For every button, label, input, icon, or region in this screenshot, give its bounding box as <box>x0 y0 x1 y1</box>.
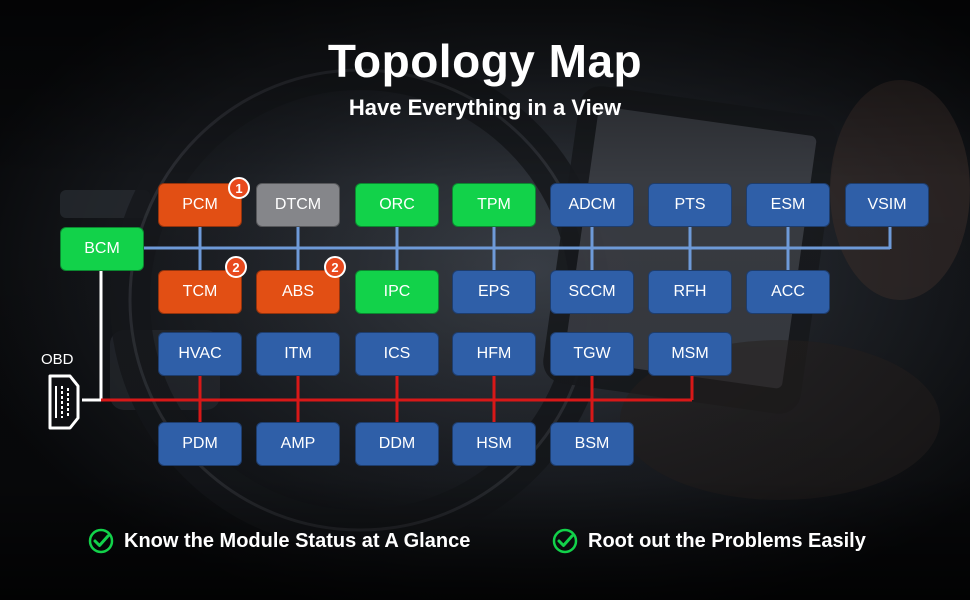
check-circle-icon <box>88 528 114 554</box>
module-label: ADCM <box>568 196 616 213</box>
fault-count-badge-abs: 2 <box>324 256 346 278</box>
feature-label: Know the Module Status at A Glance <box>124 529 471 552</box>
module-label: VSIM <box>867 196 907 213</box>
fault-count-badge-pcm: 1 <box>228 177 250 199</box>
obd-label: OBD <box>41 351 74 368</box>
module-eps[interactable]: EPS <box>452 270 536 314</box>
module-label: PTS <box>674 196 706 213</box>
module-label: ITM <box>284 345 312 362</box>
module-hvac[interactable]: HVAC <box>158 332 242 376</box>
module-label: ABS <box>281 283 314 300</box>
module-label: SCCM <box>568 283 616 300</box>
module-ics[interactable]: ICS <box>355 332 439 376</box>
module-label: BSM <box>574 435 610 452</box>
module-label: MSM <box>671 345 709 362</box>
module-itm[interactable]: ITM <box>256 332 340 376</box>
module-label: DDM <box>378 435 416 452</box>
module-label: RFH <box>673 283 707 300</box>
module-label: ESM <box>770 196 806 213</box>
module-msm[interactable]: MSM <box>648 332 732 376</box>
module-adcm[interactable]: ADCM <box>550 183 634 227</box>
module-label: PDM <box>182 435 218 452</box>
check-circle-icon <box>552 528 578 554</box>
fault-count-badge-tcm: 2 <box>225 256 247 278</box>
page-subtitle: Have Everything in a View <box>348 95 622 120</box>
module-sccm[interactable]: SCCM <box>550 270 634 314</box>
module-rfh[interactable]: RFH <box>648 270 732 314</box>
module-abs[interactable]: ABS <box>256 270 340 314</box>
page-title: Topology Map <box>327 35 643 87</box>
module-bcm[interactable]: BCM <box>60 227 144 271</box>
feature-root-out: Root out the Problems Easily <box>552 528 866 554</box>
module-bsm[interactable]: BSM <box>550 422 634 466</box>
module-pts[interactable]: PTS <box>648 183 732 227</box>
module-ddm[interactable]: DDM <box>355 422 439 466</box>
module-pdm[interactable]: PDM <box>158 422 242 466</box>
module-label: ORC <box>379 196 415 213</box>
feature-module-status: Know the Module Status at A Glance <box>88 528 470 554</box>
module-acc[interactable]: ACC <box>746 270 830 314</box>
module-label: DTCM <box>274 196 322 213</box>
module-vsim[interactable]: VSIM <box>845 183 929 227</box>
module-hsm[interactable]: HSM <box>452 422 536 466</box>
module-hfm[interactable]: HFM <box>452 332 536 376</box>
module-label: ICS <box>383 345 411 362</box>
module-label: TGW <box>573 345 611 362</box>
feature-label: Root out the Problems Easily <box>588 529 866 552</box>
module-tcm[interactable]: TCM <box>158 270 242 314</box>
module-label: TCM <box>182 283 218 300</box>
module-dtcm[interactable]: DTCM <box>256 183 340 227</box>
module-label: AMP <box>280 435 316 452</box>
module-amp[interactable]: AMP <box>256 422 340 466</box>
module-label: HFM <box>476 345 512 362</box>
module-label: EPS <box>477 283 510 300</box>
module-label: HSM <box>476 435 512 452</box>
module-tgw[interactable]: TGW <box>550 332 634 376</box>
module-label: PCM <box>182 196 218 213</box>
module-tpm[interactable]: TPM <box>452 183 536 227</box>
module-label: HVAC <box>178 345 222 362</box>
module-label: TPM <box>477 196 511 213</box>
obd-connector-icon <box>48 374 80 430</box>
module-orc[interactable]: ORC <box>355 183 439 227</box>
obd-link-line <box>82 270 103 402</box>
module-esm[interactable]: ESM <box>746 183 830 227</box>
module-ipc[interactable]: IPC <box>355 270 439 314</box>
module-label: IPC <box>383 283 411 300</box>
module-label: BCM <box>84 240 120 257</box>
module-label: ACC <box>771 283 805 300</box>
